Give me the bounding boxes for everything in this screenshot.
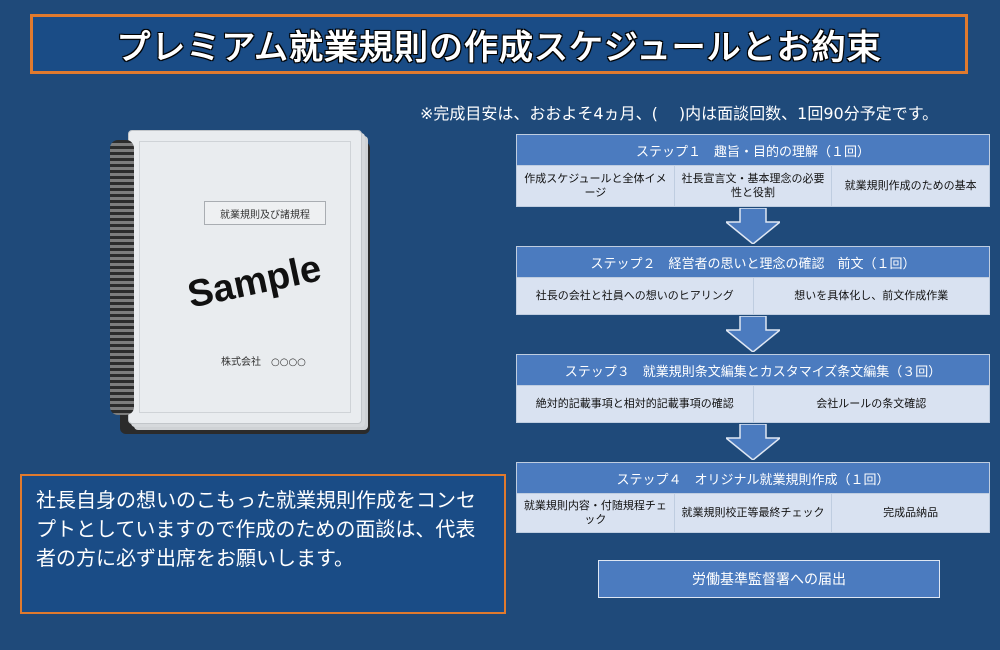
step-1-row: 作成スケジュールと全体イメージ 社長宣言文・基本理念の必要性と役割 就業規則作成… bbox=[517, 166, 989, 206]
step-4-box: ステップ４ オリジナル就業規則作成（１回） 就業規則内容・付随規程チェック 就業… bbox=[516, 462, 990, 533]
binder-cover: 就業規則及び諸規程 Sample 株式会社 ○○○○ bbox=[128, 130, 362, 424]
step-3-box: ステップ３ 就業規則条文編集とカスタマイズ条文編集（３回） 絶対的記載事項と相対… bbox=[516, 354, 990, 423]
step-3-header: ステップ３ 就業規則条文編集とカスタマイズ条文編集（３回） bbox=[517, 355, 989, 386]
step-4-cell-2: 就業規則校正等最終チェック bbox=[675, 494, 833, 532]
step-3-row: 絶対的記載事項と相対的記載事項の確認 会社ルールの条文確認 bbox=[517, 386, 989, 422]
step-4-cell-1: 就業規則内容・付随規程チェック bbox=[517, 494, 675, 532]
binder-company-name: 株式会社 ○○○○ bbox=[221, 357, 306, 368]
step-4-header: ステップ４ オリジナル就業規則作成（１回） bbox=[517, 463, 989, 494]
step-2-cell-1: 社長の会社と社員への想いのヒアリング bbox=[517, 278, 754, 314]
submission-box: 労働基準監督署への届出 bbox=[598, 560, 940, 598]
promise-message-text: 社長自身の想いのこもった就業規則作成をコンセプトとしていますので作成のための面談… bbox=[36, 488, 476, 570]
sample-binder-image: 就業規則及び諸規程 Sample 株式会社 ○○○○ bbox=[110, 130, 370, 435]
page-title: プレミアム就業規則の作成スケジュールとお約束 bbox=[116, 27, 882, 68]
schedule-note: ※完成目安は、おおよそ4ヵ月、( )内は面談回数、1回90分予定です。 bbox=[420, 104, 939, 123]
submission-label: 労働基準監督署への届出 bbox=[692, 572, 846, 588]
spiral-binding bbox=[110, 140, 134, 415]
step-2-header: ステップ２ 経営者の思いと理念の確認 前文（１回） bbox=[517, 247, 989, 278]
step-2-row: 社長の会社と社員への想いのヒアリング 想いを具体化し、前文作成作業 bbox=[517, 278, 989, 314]
step-1-cell-2: 社長宣言文・基本理念の必要性と役割 bbox=[675, 166, 833, 206]
step-1-cell-1: 作成スケジュールと全体イメージ bbox=[517, 166, 675, 206]
promise-message-box: 社長自身の想いのこもった就業規則作成をコンセプトとしていますので作成のための面談… bbox=[20, 474, 506, 614]
step-4-cell-3: 完成品納品 bbox=[883, 506, 939, 519]
step-1-header: ステップ１ 趣旨・目的の理解（１回） bbox=[517, 135, 989, 166]
step-2-cell-2: 想いを具体化し、前文作成作業 bbox=[794, 289, 949, 302]
down-arrow-icon bbox=[726, 424, 780, 460]
step-2-box: ステップ２ 経営者の思いと理念の確認 前文（１回） 社長の会社と社員への想いのヒ… bbox=[516, 246, 990, 315]
title-banner: プレミアム就業規則の作成スケジュールとお約束 bbox=[30, 14, 968, 74]
step-1-box: ステップ１ 趣旨・目的の理解（１回） 作成スケジュールと全体イメージ 社長宣言文… bbox=[516, 134, 990, 207]
binder-document-label: 就業規則及び諸規程 bbox=[204, 201, 326, 225]
step-3-cell-2: 会社ルールの条文確認 bbox=[816, 397, 927, 410]
down-arrow-icon bbox=[726, 208, 780, 244]
down-arrow-icon bbox=[726, 316, 780, 352]
binder-cover-frame bbox=[139, 141, 351, 413]
step-4-row: 就業規則内容・付随規程チェック 就業規則校正等最終チェック 完成品納品 bbox=[517, 494, 989, 532]
step-1-cell-3: 就業規則作成のための基本 bbox=[844, 179, 977, 192]
step-3-cell-1: 絶対的記載事項と相対的記載事項の確認 bbox=[517, 386, 754, 422]
